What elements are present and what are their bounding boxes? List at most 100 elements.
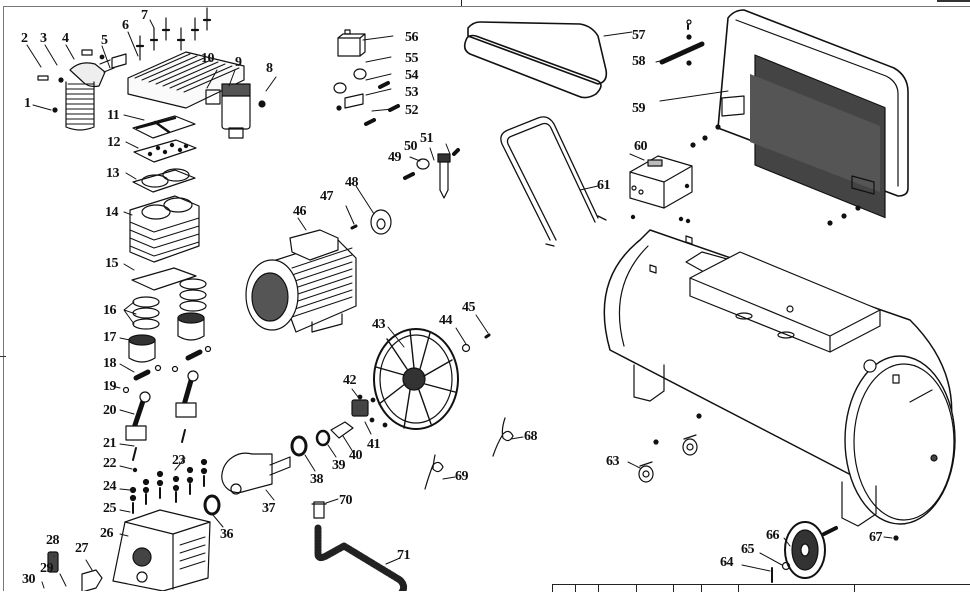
callout-18: 18 bbox=[103, 356, 117, 371]
bearing-cover-drawing bbox=[351, 399, 369, 417]
table-column bbox=[701, 585, 738, 592]
callout-45: 45 bbox=[462, 300, 476, 315]
callout-65: 65 bbox=[741, 542, 755, 557]
callout-24: 24 bbox=[103, 479, 117, 494]
table-column bbox=[636, 585, 673, 592]
washer-65-drawing bbox=[781, 561, 791, 571]
cylinder-head-drawing bbox=[127, 51, 245, 109]
dipstick-drawing bbox=[47, 551, 59, 573]
frame-corner-mark bbox=[937, 0, 970, 2]
piston-rings-drawing bbox=[132, 278, 207, 330]
table-column bbox=[598, 585, 636, 592]
table-column bbox=[673, 585, 701, 592]
callout-64: 64 bbox=[720, 555, 734, 570]
callout-23: 23 bbox=[172, 453, 186, 468]
callout-19: 19 bbox=[103, 379, 117, 394]
caster-wheels-drawing bbox=[638, 413, 702, 483]
callout-30: 30 bbox=[22, 572, 36, 587]
spring-clip-69-drawing bbox=[424, 454, 444, 490]
valve-plate-drawing bbox=[133, 139, 197, 163]
bearings-drawing bbox=[203, 429, 331, 516]
callout-11: 11 bbox=[107, 108, 120, 123]
callout-25: 25 bbox=[103, 501, 117, 516]
exhaust-pipe-drawing bbox=[65, 49, 115, 131]
callout-4: 4 bbox=[62, 31, 69, 46]
frame-side-tick bbox=[0, 356, 6, 357]
callout-6: 6 bbox=[122, 18, 129, 33]
bolt-1-drawing bbox=[52, 107, 58, 113]
table-column bbox=[854, 585, 970, 592]
callout-1: 1 bbox=[24, 96, 31, 111]
switch-box-screws bbox=[630, 183, 691, 224]
leader-lines bbox=[26, 19, 893, 589]
callout-37: 37 bbox=[262, 501, 276, 516]
callout-17: 17 bbox=[103, 330, 117, 345]
belt-guard-drawing bbox=[717, 9, 909, 219]
callout-8: 8 bbox=[266, 61, 273, 76]
switch-box-drawing bbox=[629, 155, 693, 209]
callout-49: 49 bbox=[388, 150, 402, 165]
axle-drawing bbox=[822, 526, 838, 536]
callout-38: 38 bbox=[310, 472, 324, 487]
callout-5: 5 bbox=[101, 33, 108, 48]
air-filter-drawing bbox=[205, 83, 251, 139]
callout-43: 43 bbox=[372, 317, 386, 332]
callout-10: 10 bbox=[201, 51, 215, 66]
connecting-rods-drawing bbox=[125, 370, 199, 461]
studs-nuts-drawing bbox=[129, 458, 208, 514]
callout-70: 70 bbox=[339, 493, 353, 508]
callout-67: 67 bbox=[869, 530, 883, 545]
drain-valve-drawing bbox=[893, 535, 899, 541]
callout-51: 51 bbox=[420, 131, 434, 146]
gasket-5-drawing bbox=[111, 53, 127, 69]
callout-14: 14 bbox=[105, 205, 119, 220]
parts-list-table bbox=[552, 584, 970, 592]
wheel-drawing bbox=[784, 521, 826, 579]
callout-21: 21 bbox=[103, 436, 117, 451]
handle-drawing bbox=[500, 116, 607, 247]
callout-61: 61 bbox=[597, 178, 611, 193]
gauge-fittings-drawing bbox=[333, 68, 400, 126]
piston-pins-drawing bbox=[122, 345, 212, 394]
callout-36: 36 bbox=[220, 527, 234, 542]
v-belt-drawing bbox=[463, 21, 608, 99]
frame-border-left bbox=[3, 6, 4, 591]
cylinder-drawing bbox=[129, 195, 200, 263]
callout-39: 39 bbox=[332, 458, 346, 473]
head-gasket-drawing bbox=[132, 115, 196, 139]
callout-41: 41 bbox=[367, 437, 381, 452]
delivery-pipe-drawing bbox=[314, 524, 408, 591]
callout-20: 20 bbox=[103, 403, 117, 418]
callout-15: 15 bbox=[105, 256, 119, 271]
bracket-drawing bbox=[659, 19, 705, 66]
motor-pulley-drawing bbox=[370, 209, 392, 235]
washer-44-drawing bbox=[461, 343, 471, 353]
frame-divider-tick bbox=[461, 0, 462, 6]
callout-44: 44 bbox=[439, 313, 453, 328]
nut-8-drawing bbox=[258, 100, 266, 108]
valve-plate-holes bbox=[147, 142, 189, 157]
check-valve-drawing bbox=[403, 148, 460, 199]
callout-27: 27 bbox=[75, 541, 89, 556]
callout-71: 71 bbox=[397, 548, 411, 563]
callout-63: 63 bbox=[606, 454, 620, 469]
callout-55: 55 bbox=[405, 51, 419, 66]
screws-42-drawing bbox=[357, 394, 388, 428]
callout-53: 53 bbox=[405, 85, 419, 100]
callout-69: 69 bbox=[455, 469, 469, 484]
callout-47: 47 bbox=[320, 189, 334, 204]
callout-3: 3 bbox=[40, 31, 47, 46]
head-bolts-drawing bbox=[135, 7, 212, 61]
motor-drawing bbox=[245, 229, 357, 333]
callout-22: 22 bbox=[103, 456, 117, 471]
flywheel-drawing bbox=[373, 328, 459, 430]
frame-border-top bbox=[4, 6, 970, 7]
cylinder-gasket-drawing bbox=[131, 267, 197, 291]
crankcase-drawing bbox=[112, 509, 211, 591]
callout-9: 9 bbox=[235, 55, 242, 70]
callout-56: 56 bbox=[405, 30, 419, 45]
bolt-2-drawing bbox=[37, 75, 49, 81]
fitting-70-drawing bbox=[311, 501, 327, 519]
